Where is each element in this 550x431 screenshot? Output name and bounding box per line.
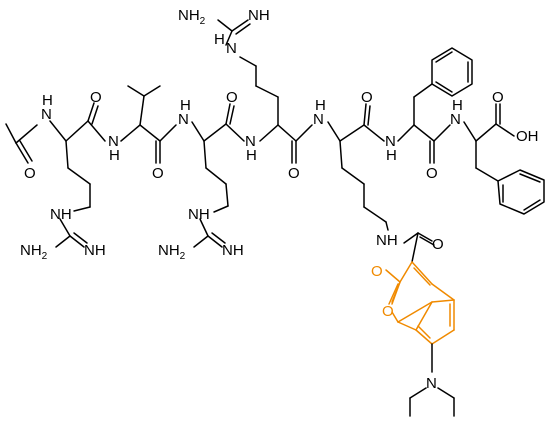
- atom-n-phe1: N: [385, 133, 396, 150]
- arg1-nh2-subscript: 2: [42, 251, 48, 262]
- lys-segment: [327, 103, 435, 263]
- atom-arg1-imine: NH: [84, 242, 106, 259]
- atom-n-arg2: N: [178, 111, 189, 128]
- atom-arg1-nh: NH: [50, 206, 72, 223]
- atom-arg2-nh2: NH2: [158, 242, 186, 262]
- atom-n-diethylamino: N: [426, 375, 437, 392]
- phe2-segment: [463, 103, 545, 215]
- atom-n-lys: N: [313, 111, 324, 128]
- atom-labels: N H O O N H O N H O N H O N H O N H O N …: [20, 7, 539, 392]
- atom-h-arg2: H: [180, 97, 191, 114]
- atom-h-arg3: H: [246, 147, 257, 164]
- atom-o-amide-coumarin: O: [432, 236, 444, 253]
- atom-o-cooh: O: [492, 89, 504, 106]
- atom-o-lys: O: [361, 89, 373, 106]
- atom-oh-cooh: OH: [516, 128, 539, 145]
- atom-h-acetyl: H: [42, 92, 53, 109]
- atom-arg1-nh2: NH2: [20, 242, 48, 262]
- atom-arg3-nh2: NH2: [178, 7, 206, 27]
- atom-n-phe2: N: [450, 111, 461, 128]
- arg1-nh2-main: NH: [20, 242, 42, 259]
- atom-o-acetyl: O: [24, 165, 36, 182]
- atom-arg3-h: H: [214, 31, 225, 48]
- atom-h-phe2: H: [452, 97, 463, 114]
- atom-o-ring: O: [382, 303, 394, 320]
- atom-arg3-n: N: [226, 40, 237, 57]
- coumarin-fragment: [385, 261, 455, 417]
- arg3-nh2-subscript: 2: [200, 16, 206, 27]
- acetyl-arg-segment: [5, 102, 106, 248]
- arg2-nh2-subscript: 2: [180, 251, 186, 262]
- atom-h-phe1: H: [386, 147, 397, 164]
- atom-o-lactone-carbonyl: O: [371, 263, 383, 280]
- val-segment: [120, 85, 177, 164]
- arg2-nh2-main: NH: [158, 242, 180, 259]
- phe1-segment: [397, 47, 473, 164]
- atom-arg3-imine: NH: [248, 7, 270, 24]
- atom-o-phe1: O: [426, 165, 438, 182]
- atom-n-val: N: [108, 133, 119, 150]
- atom-o-arg2: O: [226, 89, 238, 106]
- atom-o-val: O: [152, 165, 164, 182]
- arg3-nh2-main: NH: [178, 7, 200, 24]
- atom-o-arg1: O: [90, 89, 102, 106]
- atom-arg2-imine: NH: [222, 242, 244, 259]
- arg3-segment: [217, 19, 313, 164]
- atom-n-arg3: N: [245, 133, 256, 150]
- atom-h-val: H: [109, 147, 120, 164]
- atom-arg2-nh: NH: [188, 206, 210, 223]
- atom-h-lys: H: [315, 97, 326, 114]
- arg2-segment: [191, 103, 245, 248]
- atom-o-arg3: O: [288, 165, 300, 182]
- atom-n-acetyl: N: [41, 106, 52, 123]
- atom-lys-nh: NH: [376, 232, 398, 249]
